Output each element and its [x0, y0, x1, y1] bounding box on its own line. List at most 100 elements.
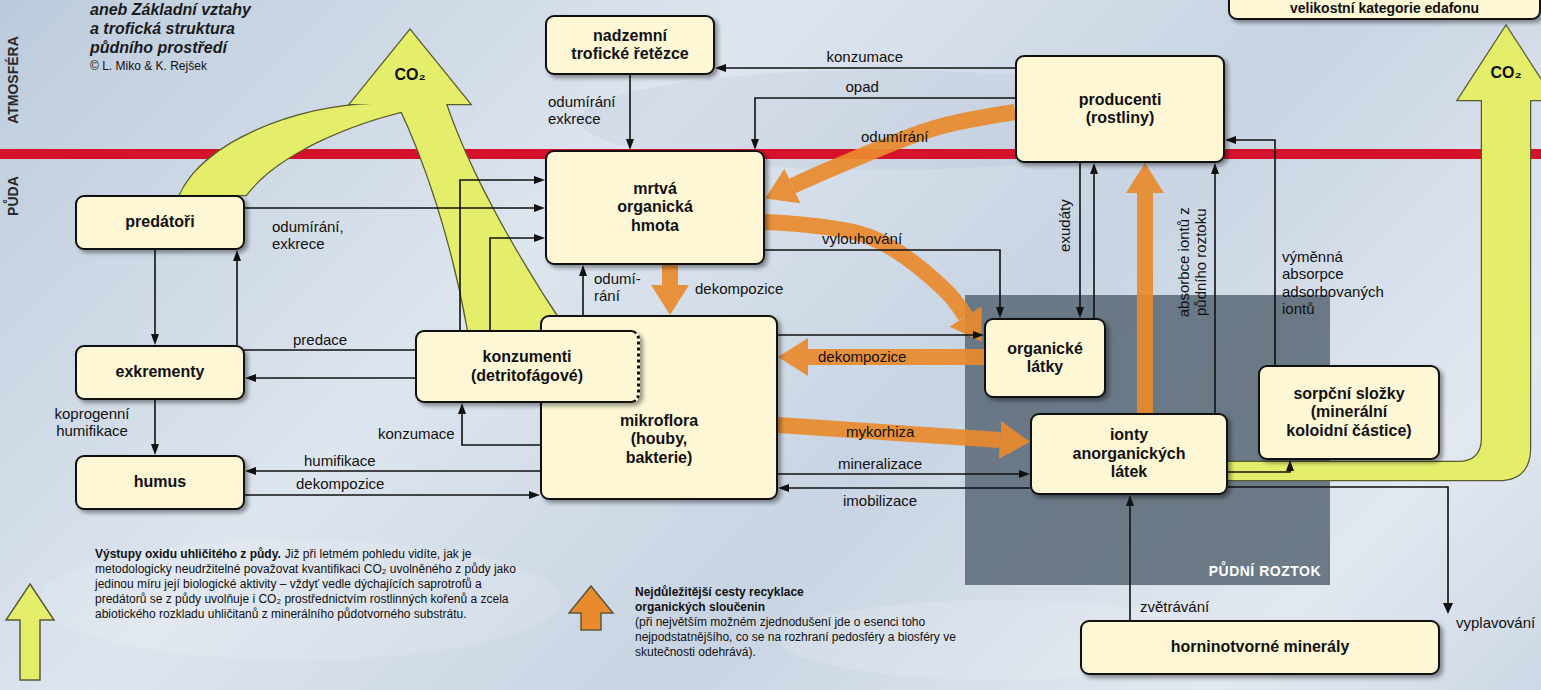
flow-arrow: [789, 487, 1030, 489]
legend-swatch-icon: [0, 580, 60, 685]
node-label: sorpční složky (minerální koloidní části…: [1283, 385, 1416, 440]
edge-label: humifikace: [304, 452, 376, 469]
edge-label: imobilizace: [843, 492, 917, 509]
recycling-arrow: [792, 112, 1015, 186]
legend-heading: Nejdůležitější cesty recyklace organický…: [635, 585, 860, 615]
co2-arrow-outline: [180, 104, 440, 195]
process-box: velikostní kategorie edafonu: [1228, 0, 1541, 20]
recycling-arrow: [1137, 193, 1153, 413]
co2-label: CO₂: [1491, 64, 1522, 82]
node-label: velikostní kategorie edafonu: [1290, 0, 1479, 16]
co2-arrow: [180, 26, 1541, 480]
flow-arrow: [1228, 471, 1290, 472]
co2-arrow-outline: [350, 30, 470, 104]
co2-arrow-outline: [180, 26, 1541, 480]
flow-arrow: [256, 470, 540, 472]
diagram-title: aneb Základní vztahy a trofická struktur…: [90, 0, 258, 57]
edge-label: odumírání: [861, 128, 929, 145]
edge-label: odumírání, exkrece: [272, 218, 372, 253]
recycling-arrow: [662, 265, 678, 285]
node-label: producenti (rostliny): [1060, 91, 1180, 128]
flow-arrow: [460, 180, 534, 330]
co2-arrow-outline: [1458, 26, 1541, 100]
flow-arrow: [237, 261, 415, 350]
co2-arrow: [1458, 26, 1541, 100]
co2-arrow: [398, 104, 566, 330]
copyright-note: © L. Miko & K. Rejšek: [90, 60, 207, 74]
process-box: producenti (rostliny): [1015, 55, 1225, 163]
recycling-arrow: [808, 349, 984, 365]
legend-note: (při největším možném zjednodušení jde o…: [635, 615, 965, 660]
process-box: exkrementy: [75, 345, 245, 400]
process-box: predátoři: [75, 195, 245, 250]
edge-label: exudáty: [1055, 199, 1072, 252]
edge-label: konzumace: [827, 48, 904, 65]
edge-label: odumí- rání: [594, 270, 648, 305]
edge-label: opad: [846, 78, 879, 95]
recycling-arrow: [765, 222, 966, 316]
process-box: ionty anorganických látek: [1030, 413, 1228, 495]
edge-label: konzumace: [378, 425, 455, 442]
process-box: nadzemní trofické řetězce: [545, 15, 715, 75]
co2-arrow-outline: [398, 104, 566, 330]
node-label: nadzemní trofické řetězce: [566, 27, 694, 64]
node-label: organické látky: [995, 340, 1095, 377]
node-label: mrtvá organická hmota: [605, 180, 705, 235]
node-label: PŮDNÍ ROZTOK: [1209, 563, 1321, 579]
edge-label: odumírání exkrece: [548, 93, 626, 128]
co2-arrow-outline: [1228, 100, 1530, 480]
node-label: exkrementy: [116, 363, 205, 381]
soil-texture: [40, 540, 560, 660]
flow-arrow: [778, 473, 1019, 475]
flow-arrow: [582, 276, 584, 315]
edge-label: absorbce iontů z půdního roztoku: [1175, 199, 1210, 324]
edge-label: predace: [293, 331, 347, 348]
flow-arrow: [726, 67, 1015, 69]
flow-arrow: [256, 377, 415, 379]
edge-label: výměnná absorpce adsorbovaných iontů: [1282, 248, 1397, 317]
co2-label: CO₂: [395, 66, 426, 84]
co2-arrow: [350, 30, 470, 104]
legend-swatch-icon: [566, 583, 616, 633]
edge-label: dekompozice: [296, 475, 384, 492]
process-box: horninotvorné minerály: [1080, 620, 1440, 675]
edge-label: zvětrávání: [1140, 598, 1209, 615]
flow-arrow: [154, 400, 156, 444]
flow-arrow: [245, 494, 529, 496]
process-box: sorpční složky (minerální koloidní části…: [1258, 365, 1440, 460]
flow-arrow: [154, 250, 156, 334]
flow-label: vyplavování: [1456, 614, 1535, 631]
edge-label: mineralizace: [838, 455, 922, 472]
co2-arrow: [1228, 100, 1530, 480]
edge-label: mykorhiza: [846, 423, 914, 440]
flow-arrow: [462, 414, 540, 445]
process-box: konzumenti (detritofágové): [415, 330, 640, 403]
legend-swatch: [569, 586, 613, 630]
leaching-arrowhead: [1443, 603, 1453, 614]
node-label: horninotvorné minerály: [1171, 638, 1350, 656]
flow-arrow: [1214, 174, 1216, 413]
flow-arrow: [245, 207, 534, 209]
node-label: konzumenti (detritofágové): [457, 348, 597, 385]
legend-heading: Výstupy oxidu uhličitého z půdy.: [95, 547, 281, 561]
flow-arrow: [1129, 506, 1131, 620]
edge-label: dekompozice: [695, 280, 783, 297]
legend-entry: Výstupy oxidu uhličitého z půdy.Již při …: [95, 547, 535, 622]
flow-arrow: [490, 238, 534, 330]
edge-label: koprogenní humifikace: [47, 405, 137, 440]
node-label: mikroflora (houby, bakterie): [614, 412, 704, 467]
flow-arrow: [629, 75, 631, 139]
process-box: humus: [75, 455, 245, 510]
flow-arrow: [1093, 174, 1095, 318]
legend-entry: Nejdůležitější cesty recyklace organický…: [635, 585, 965, 660]
process-box: mrtvá organická hmota: [545, 150, 765, 265]
edge-label: dekompozice: [818, 348, 906, 365]
process-box: organické látky: [984, 318, 1106, 398]
layer-name: PŮDA: [5, 176, 21, 216]
node-label: ionty anorganických látek: [1064, 426, 1194, 481]
node-label: humus: [134, 473, 186, 491]
edge-label: vylouhování: [822, 230, 902, 247]
co2-arrow: [180, 104, 440, 195]
legend-swatch: [6, 584, 54, 680]
layer-name: ATMOSFÉRA: [5, 36, 21, 124]
